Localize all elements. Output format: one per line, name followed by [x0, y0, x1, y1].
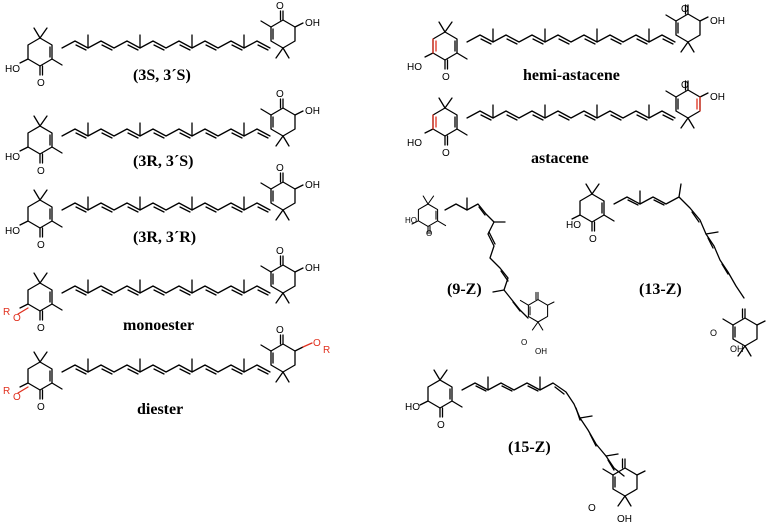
hydroxyl-atom: HO: [405, 402, 420, 413]
oxygen-atom: O: [37, 402, 45, 413]
hydroxyl-atom: OH: [617, 514, 632, 525]
hydroxyl-atom: OH: [305, 180, 320, 191]
structure-label: (9-Z): [447, 281, 482, 298]
structure-label: (3S, 3´S): [133, 67, 191, 84]
oxygen-atom: O: [37, 166, 45, 177]
oxygen-atom: O: [276, 1, 284, 12]
hydroxyl-atom: OH: [535, 347, 547, 356]
structure-label: diester: [137, 401, 183, 418]
hydroxyl-atom: HO: [405, 216, 417, 225]
structure-label: (15-Z): [508, 439, 551, 456]
r-group-atom: R: [3, 307, 10, 318]
hydroxyl-atom: OH: [730, 344, 744, 354]
structure-9z: HO O O OH (9-Z): [405, 195, 555, 356]
hydroxyl-atom: HO: [566, 220, 581, 231]
structure-label: (3R, 3´R): [133, 229, 196, 246]
r-group-atom: R: [3, 386, 10, 397]
structure-hemi-astacene: HO O O OH hemi-astacene: [407, 4, 725, 84]
hydroxyl-atom: OH: [710, 16, 725, 27]
hydroxyl-atom: HO: [5, 226, 20, 237]
hydroxyl-atom: OH: [305, 106, 320, 117]
oxygen-atom: O: [681, 80, 689, 91]
oxygen-atom: O: [442, 148, 450, 159]
oxygen-atom: O: [276, 89, 284, 100]
structure-3r-3s: HO O O OH (3R, 3´S): [5, 89, 320, 177]
oxygen-atom: O: [37, 78, 45, 89]
structure-3r-3r: HO O O OH (3R, 3´R): [5, 163, 320, 251]
oxygen-atom: O: [710, 328, 717, 338]
hydroxyl-atom: OH: [305, 18, 320, 29]
structure-label: (3R, 3´S): [133, 153, 193, 170]
structure-15z: HO O O OH (15-Z): [405, 369, 646, 525]
ester-oxygen-atom: O: [13, 392, 21, 403]
oxygen-atom: O: [437, 420, 445, 431]
oxygen-atom: O: [276, 246, 284, 257]
oxygen-atom: O: [276, 325, 284, 336]
structure-label: hemi-astacene: [523, 67, 620, 84]
oxygen-atom: O: [37, 240, 45, 251]
structure-label: astacene: [531, 150, 589, 167]
oxygen-atom: O: [276, 163, 284, 174]
oxygen-atom: O: [37, 323, 45, 334]
oxygen-atom: O: [442, 72, 450, 83]
structure-monoester: R O O O OH monoester: [3, 246, 320, 334]
hydroxyl-atom: HO: [5, 64, 20, 75]
structure-diester: R O O O O R diester: [3, 325, 330, 418]
structure-label: monoester: [123, 317, 194, 334]
oxygen-atom: O: [426, 229, 432, 238]
structure-3s-3s: HO O O OH (3S, 3´S): [5, 1, 320, 89]
hydroxyl-atom: OH: [710, 92, 725, 103]
structure-astacene: HO O O OH astacene: [407, 80, 725, 167]
oxygen-atom: O: [588, 503, 596, 514]
hydroxyl-atom: HO: [407, 62, 422, 73]
r-group-atom: R: [323, 345, 330, 356]
oxygen-atom: O: [521, 338, 527, 347]
ester-oxygen-atom: O: [313, 338, 321, 349]
oxygen-atom: O: [589, 234, 597, 245]
hydroxyl-atom: HO: [5, 152, 20, 163]
ester-oxygen-atom: O: [13, 313, 21, 324]
hydroxyl-atom: OH: [305, 263, 320, 274]
structure-label: (13-Z): [639, 281, 682, 298]
structure-13z: HO O O OH (13-Z): [566, 183, 766, 357]
oxygen-atom: O: [681, 4, 689, 15]
hydroxyl-atom: HO: [407, 138, 422, 149]
